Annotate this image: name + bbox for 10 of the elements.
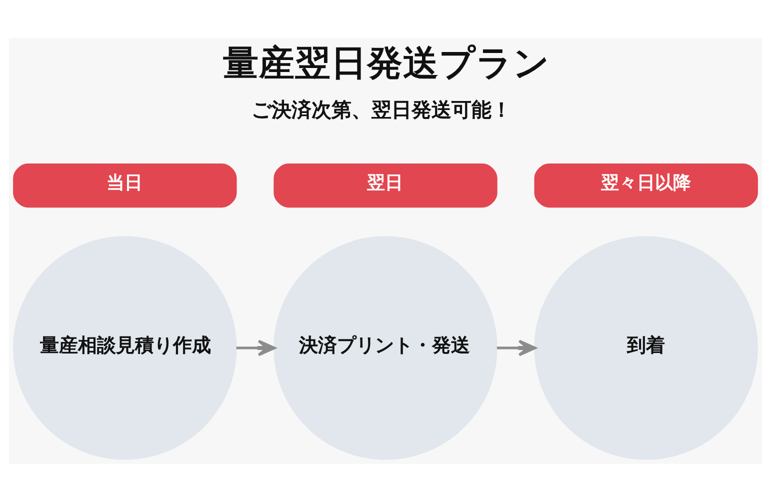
node-box: 翌々日以降 <box>534 163 758 208</box>
node-circle: 決済プリント・発送 <box>274 236 498 460</box>
node-box: 翌日 <box>274 163 498 208</box>
diagram-title: 量産翌日発送プラン <box>223 42 550 84</box>
arrow <box>496 339 536 356</box>
node-box: 当日 <box>13 163 237 208</box>
arrow <box>236 339 276 356</box>
node-circle: 到着 <box>534 236 758 460</box>
node-circle: 量産相談見積り作成 <box>13 236 237 460</box>
label: ご決済次第、翌日発送可能！ <box>252 97 512 122</box>
